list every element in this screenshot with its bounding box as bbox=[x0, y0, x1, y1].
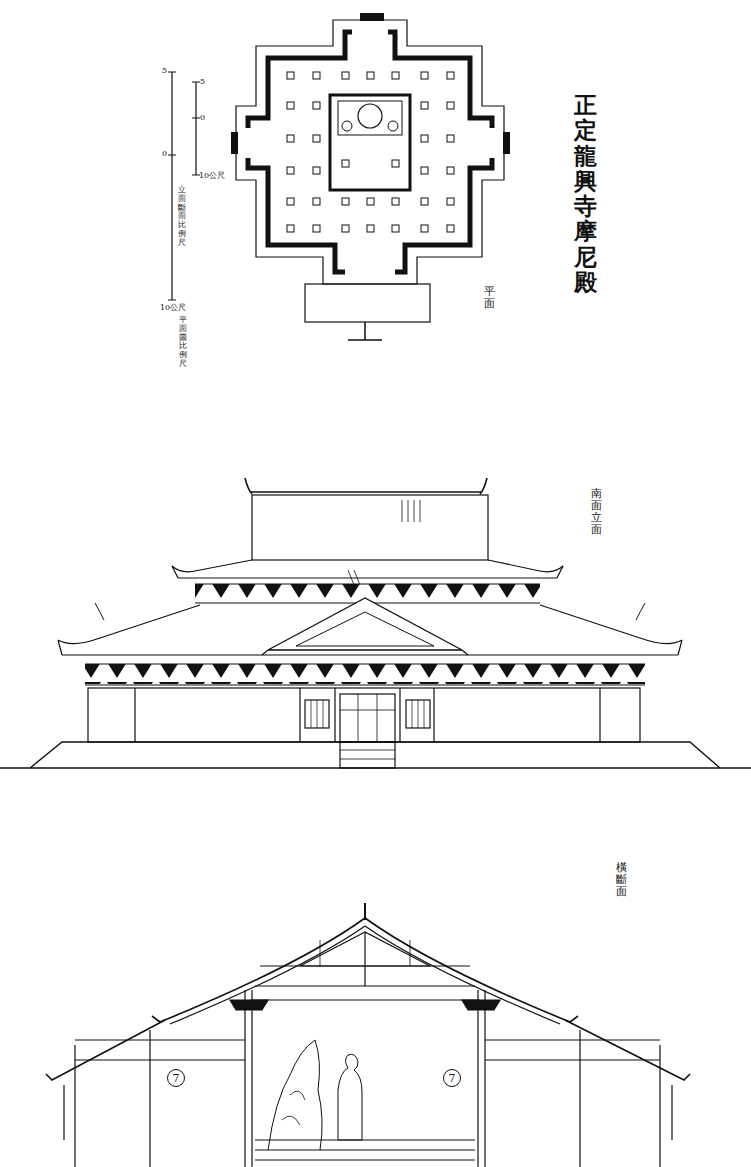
floor-plan bbox=[231, 13, 510, 340]
scale-number: 0 bbox=[162, 149, 167, 158]
view-label: 橫斷面 bbox=[616, 862, 627, 898]
south-elevation bbox=[0, 478, 751, 768]
drawing-title: 正定龍興寺摩尼殿 bbox=[574, 92, 597, 294]
callout-number: 7 bbox=[173, 1072, 180, 1085]
view-label: 南面立面 bbox=[591, 488, 602, 536]
scale-number: 10公尺 bbox=[199, 170, 225, 181]
scale-bars bbox=[168, 72, 200, 300]
scale-number: 5 bbox=[162, 66, 167, 75]
callout-number: 7 bbox=[449, 1072, 456, 1085]
scale-number: 10公尺 bbox=[160, 302, 186, 313]
view-label: 平面 bbox=[484, 286, 495, 310]
scale-caption: 平面圖比例尺 bbox=[179, 316, 187, 369]
scale-number: 5 bbox=[200, 77, 205, 86]
scale-caption: 立面斷面比例尺 bbox=[178, 186, 186, 248]
scale-number: 0 bbox=[200, 113, 205, 122]
cross-section bbox=[46, 903, 690, 1167]
